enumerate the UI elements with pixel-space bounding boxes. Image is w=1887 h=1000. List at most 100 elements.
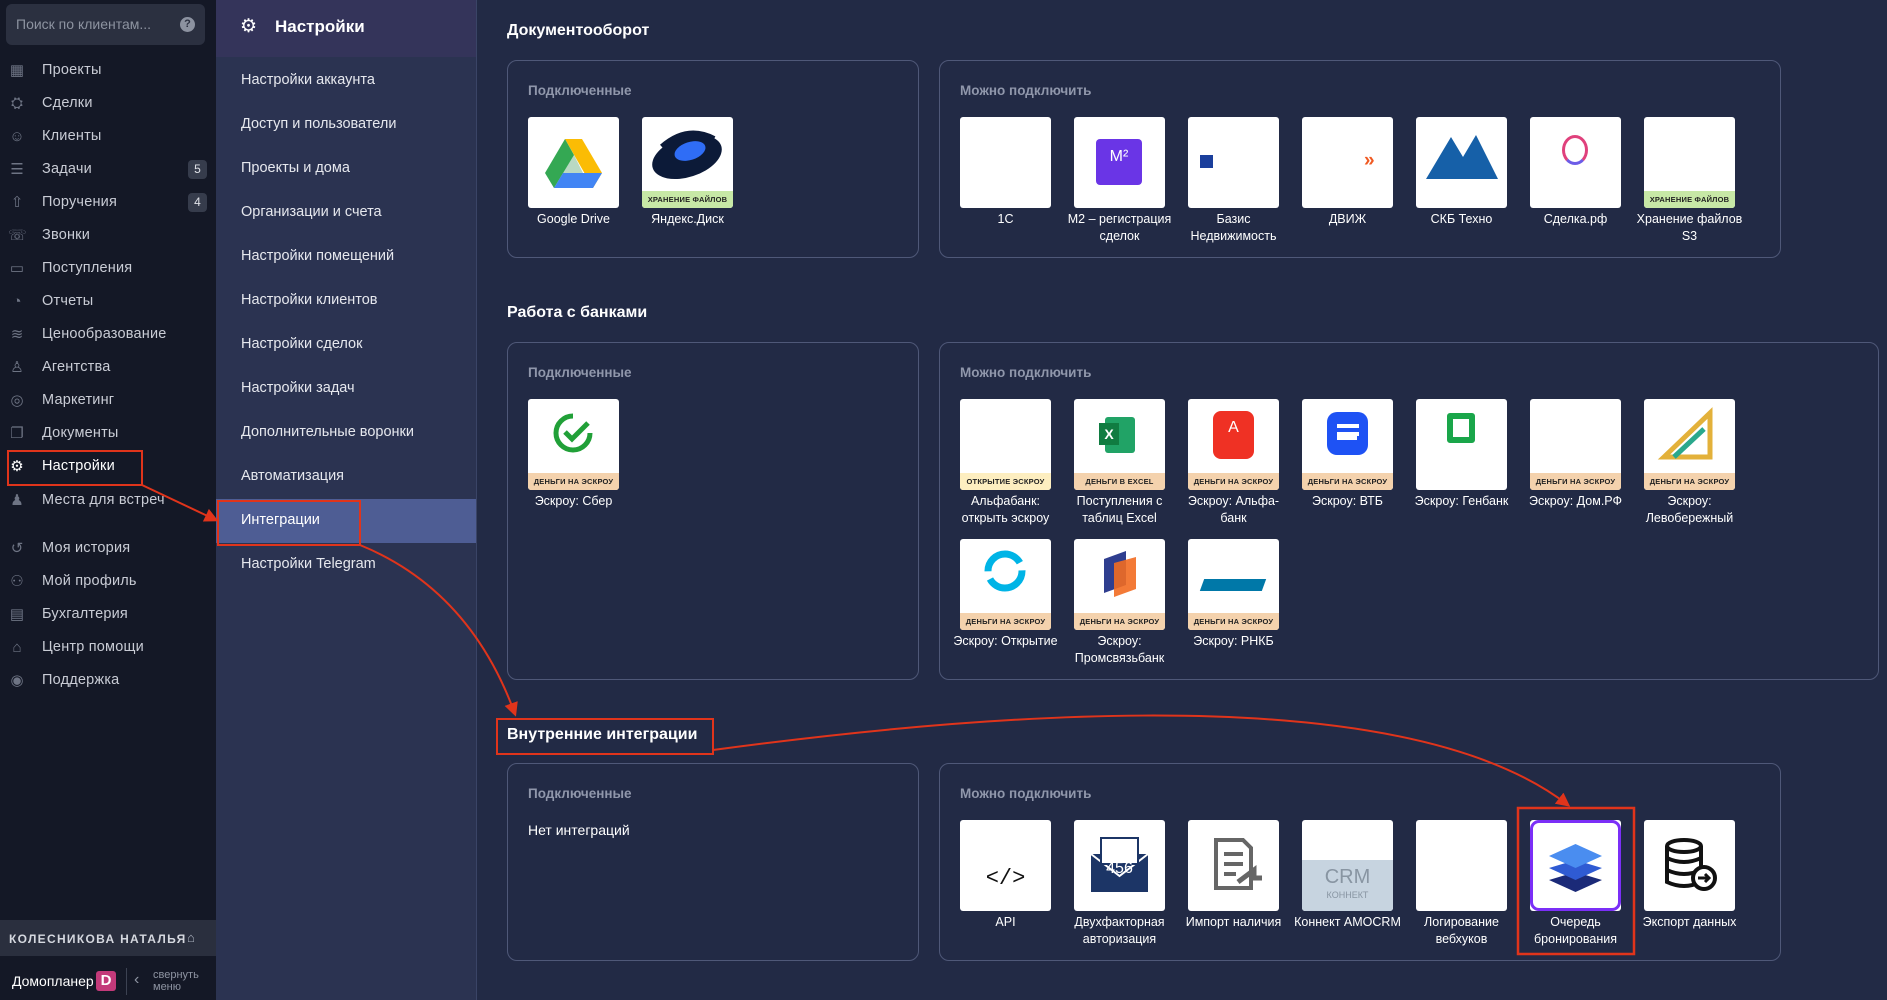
integration-logo[interactable]: 1С [960, 117, 1051, 208]
integration-logo[interactable] [528, 117, 619, 208]
integration-name: Эскроу: Левобережный [1645, 494, 1734, 525]
sidebar-item[interactable]: ≋Ценообразование [0, 318, 216, 351]
integration-name: Импорт наличия [1185, 915, 1282, 929]
client-search-input[interactable] [16, 14, 166, 34]
help-icon[interactable]: ? [180, 17, 195, 32]
sidebar-item[interactable]: ⚇Мой профиль [0, 565, 216, 598]
building-icon: ▦ [9, 62, 25, 79]
client-search: ? [6, 4, 205, 45]
settings-item[interactable]: Настройки клиентов [216, 279, 476, 323]
sidebar-item-label: Проекты [42, 62, 102, 78]
integration-logo[interactable]: ГЕНБАНК [1416, 399, 1507, 490]
sidebar-item-label: Сделки [42, 95, 93, 111]
sidebar-item-label: Отчеты [42, 293, 94, 309]
integration-logo[interactable]: Базис [1188, 117, 1279, 208]
sidebar-item[interactable]: ▦ Проекты [0, 54, 216, 87]
integration-logo[interactable]: ДЕНЬГИ НА ЭСКРОУ [1644, 399, 1735, 490]
integration-tag: ДЕНЬГИ НА ЭСКРОУ [1074, 613, 1165, 630]
sidebar-item[interactable]: ♙Агентства [0, 351, 216, 384]
sidebar-item[interactable]: ▭Поступления [0, 252, 216, 285]
building-icon[interactable]: ⌂ [187, 930, 195, 945]
sidebar-item-label: Клиенты [42, 128, 102, 144]
accounting-icon: ▤ [9, 606, 25, 623]
settings-item[interactable]: Настройки Telegram [216, 543, 476, 587]
sidebar-item[interactable]: ↺Моя история [0, 532, 216, 565]
sidebar-item[interactable]: ⚙Настройки [0, 450, 216, 483]
integration-logo[interactable]: СКБ Техно [1416, 117, 1507, 208]
integration-logo[interactable]: ДЕНЬГИ НА ЭСКРОУ [1302, 399, 1393, 490]
integration-logo[interactable]: ХРАНЕНИЕ ФАЙЛОВ [642, 117, 733, 208]
integration-logo[interactable]: API</> [960, 820, 1051, 911]
integration-name: Эскроу: ВТБ [1311, 494, 1383, 508]
integration-logo[interactable]: ДЕНЬГИ НА ЭСКРОУ [960, 539, 1051, 630]
sidebar-item[interactable]: ♟Места для встреч [0, 484, 216, 517]
settings-item[interactable]: Настройки аккаунта [216, 59, 476, 103]
sidebar-item[interactable]: ⛭Сделки [0, 87, 216, 120]
integration-tag: ДЕНЬГИ НА ЭСКРОУ [1188, 613, 1279, 630]
integration-logo[interactable] [1644, 820, 1735, 911]
documents-icon: ❐ [10, 425, 24, 442]
logo-text: А [1228, 419, 1239, 436]
integration-tag: ДЕНЬГИ НА ЭСКРОУ [1302, 473, 1393, 490]
integration-logo[interactable]: Логгер Webhooks [1416, 820, 1507, 911]
integration-name: Эскроу: РНКБ [1193, 634, 1274, 648]
coins-icon: ≋ [10, 326, 24, 343]
integration-logo[interactable]: ДВИЖ» [1302, 117, 1393, 208]
integration-name: Логирование вебхуков [1424, 915, 1499, 946]
settings-item[interactable]: Проекты и дома [216, 147, 476, 191]
sidebar-item[interactable]: ☏Звонки [0, 219, 216, 252]
collapse-menu-button[interactable]: свернуть меню [153, 969, 199, 993]
integration-tag: ХРАНЕНИЕ ФАЙЛОВ [642, 191, 733, 208]
settings-item[interactable]: Дополнительные воронки [216, 411, 476, 455]
integration-logo[interactable]: 123 456 [1074, 820, 1165, 911]
integration-name: Базис Недвижимость [1190, 212, 1277, 243]
sidebar-item-label: Поддержка [42, 672, 120, 688]
settings-item[interactable]: Настройки сделок [216, 323, 476, 367]
logo-text: М² [1109, 148, 1129, 165]
integration-logo[interactable]: ДЕНЬГИ НА ЭСКРОУ [528, 399, 619, 490]
sidebar-item[interactable]: ◔Отчеты [0, 285, 216, 318]
sidebar-item[interactable]: ❐Документы [0, 417, 216, 450]
logo-text: ДВИЖ [1308, 151, 1356, 168]
sidebar-item-label: Маркетинг [42, 392, 115, 408]
integration-logo[interactable]: ДЕНЬГИ НА ЭСКРОУ [1074, 539, 1165, 630]
integration-logo[interactable]: сделка.рф [1530, 117, 1621, 208]
sidebar-item[interactable]: ◎Маркетинг [0, 384, 216, 417]
logo-text: ДОМ РФ [1560, 414, 1597, 449]
settings-item[interactable]: Автоматизация [216, 455, 476, 499]
sidebar-item[interactable]: ◉Поддержка [0, 664, 216, 697]
settings-item[interactable]: Настройки задач [216, 367, 476, 411]
integration-logo[interactable]: М² [1074, 117, 1165, 208]
sidebar-item-label: Поручения [42, 194, 118, 210]
sidebar-item-label: Агентства [42, 359, 111, 375]
chevron-left-icon[interactable]: ‹ [134, 971, 140, 988]
integration-logo[interactable] [1530, 820, 1621, 911]
sidebar-item[interactable]: ⌂Центр помощи [0, 631, 216, 664]
sidebar-item-label: Центр помощи [42, 639, 144, 655]
envelope-icon [1090, 837, 1149, 892]
sidebar-item[interactable]: ▤Бухгалтерия [0, 598, 216, 631]
settings-item[interactable]: Интеграции [216, 499, 476, 543]
current-user[interactable]: КОЛЕСНИКОВА НАТАЛЬЯ ⌂ [0, 920, 216, 956]
settings-item[interactable]: Доступ и пользователи [216, 103, 476, 147]
settings-item[interactable]: Настройки помещений [216, 235, 476, 279]
integration-logo[interactable] [1188, 820, 1279, 911]
sidebar-item[interactable]: ☺Клиенты [0, 120, 216, 153]
settings-item-label: Настройки помещений [241, 248, 395, 264]
settings-item-label: Автоматизация [241, 468, 345, 484]
brand-name: Домопланер [12, 973, 94, 989]
settings-item-label: Настройки Telegram [241, 556, 376, 572]
settings-item[interactable]: Организации и счета [216, 191, 476, 235]
yandex-disk-logo [652, 130, 722, 180]
database-export-icon [1665, 838, 1717, 891]
